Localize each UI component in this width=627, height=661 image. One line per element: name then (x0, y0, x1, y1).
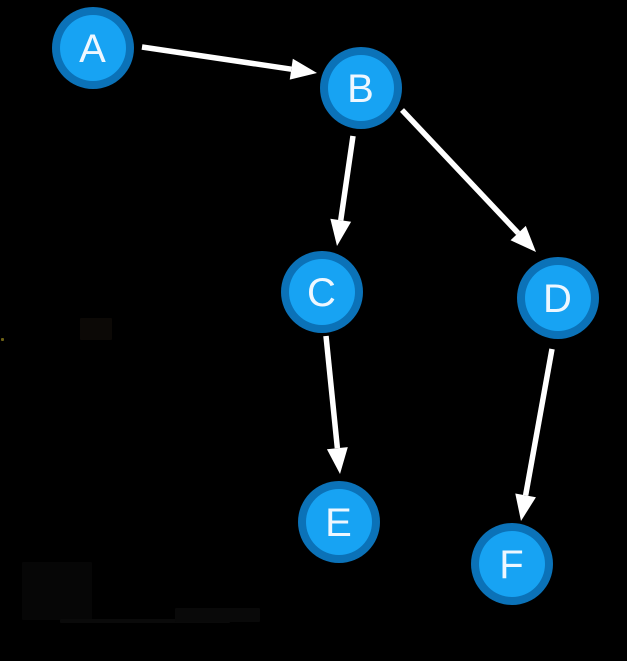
graph-node-C: C (281, 251, 363, 333)
edge-line (522, 348, 555, 496)
node-label-A: A (79, 27, 107, 71)
node-circle (328, 55, 394, 121)
tiny-yellow-speck (1, 338, 4, 341)
node-circle (306, 489, 372, 555)
node-label-C: C (307, 271, 337, 315)
node-circle (60, 15, 126, 81)
edge-arrowhead-icon (515, 493, 536, 521)
node-label-B: B (347, 67, 375, 111)
edge-line (141, 44, 292, 72)
graph-node-B: B (320, 47, 402, 129)
edge-B-C (330, 135, 356, 246)
edge-line (323, 335, 341, 449)
faint-smudge-bottom-2 (175, 608, 260, 622)
edge-arrowhead-icon (510, 225, 536, 252)
graph-node-E: E (298, 481, 380, 563)
faint-smudge-bottom-1 (22, 562, 92, 620)
node-label-E: E (325, 501, 353, 545)
faint-smudge-left (80, 318, 112, 340)
edge-A-B (141, 44, 317, 80)
node-circle (289, 259, 355, 325)
graph-node-D: D (517, 257, 599, 339)
edge-D-F (515, 348, 555, 521)
edge-line (338, 135, 356, 221)
edge-C-E (323, 335, 348, 474)
node-label-D: D (543, 277, 573, 321)
edge-line (399, 108, 521, 235)
edge-arrowhead-icon (326, 447, 348, 474)
node-label-F: F (499, 543, 524, 587)
edge-arrowhead-icon (330, 218, 352, 246)
node-circle (479, 531, 545, 597)
edge-arrowhead-icon (289, 58, 317, 80)
node-circle (525, 265, 591, 331)
graph-node-A: A (52, 7, 134, 89)
edge-B-D (399, 108, 536, 252)
graph-node-F: F (471, 523, 553, 605)
